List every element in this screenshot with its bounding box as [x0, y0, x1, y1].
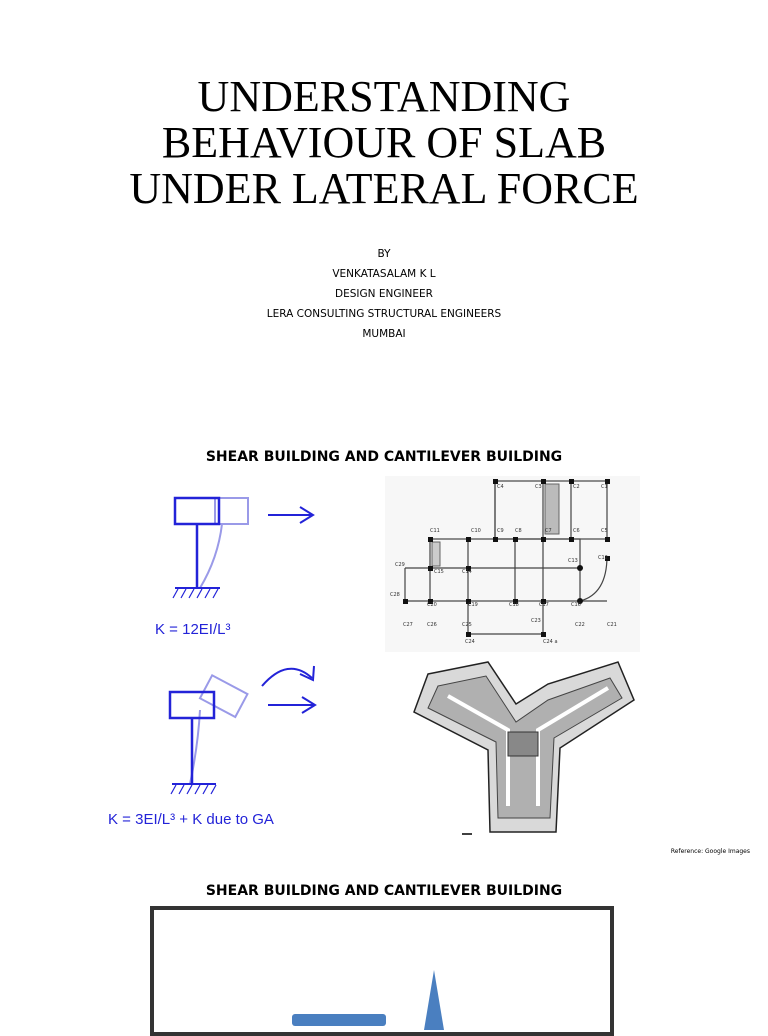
svg-text:C8: C8 [515, 528, 522, 534]
svg-text:C7: C7 [545, 528, 552, 534]
plan-corridors [447, 686, 610, 806]
svg-text:C1: C1 [601, 484, 608, 490]
svg-text:C13: C13 [568, 558, 578, 564]
ground-hatch [172, 588, 219, 599]
y-shaped-floor-plan [413, 661, 635, 835]
section-heading-1: SHEAR BUILDING AND CANTILEVER BUILDING [205, 449, 563, 465]
formula-shear: K = 12EI/L³ [155, 621, 230, 638]
cantilever-force-arrow-icon [301, 696, 317, 714]
cantilever-mass-box [168, 690, 216, 720]
moment-arrow-icon [299, 665, 315, 682]
beam-shape [292, 1014, 386, 1026]
by-label: BY [377, 248, 391, 260]
svg-text:C16: C16 [571, 602, 581, 608]
core-wall-2 [431, 541, 441, 567]
author-block: BY VENKATASALAM K L DESIGN ENGINEER LERA… [0, 244, 768, 344]
figure-frame [150, 906, 614, 1036]
author-city: MUMBAI [362, 328, 406, 340]
svg-text:C10: C10 [471, 528, 481, 534]
rotated-mass-box [198, 673, 249, 719]
svg-text:C12: C12 [598, 555, 608, 561]
svg-text:C6: C6 [573, 528, 580, 534]
svg-text:C21: C21 [607, 622, 617, 628]
svg-text:C27: C27 [403, 622, 413, 628]
svg-text:C19: C19 [468, 602, 478, 608]
author-role: DESIGN ENGINEER [335, 288, 433, 300]
deformed-column [199, 523, 223, 589]
cantilever-hatch [170, 784, 217, 795]
formula-cantilever: K = 3EI/L³ + K due to GA [108, 811, 274, 828]
svg-text:C2: C2 [573, 484, 580, 490]
svg-text:C15: C15 [434, 569, 444, 575]
plan-background [385, 476, 640, 652]
cantilever-building-diagram: K = 3EI/L³ + K due to GA [108, 665, 317, 828]
svg-text:C5: C5 [601, 528, 608, 534]
plan-core [507, 731, 539, 757]
plan-column-labels: C4 C3 C2 C1 C11 C10 C9 C8 C7 C6 C5 C13 C… [390, 484, 617, 645]
shear-building-diagram: K = 12EI/L³ [155, 496, 315, 638]
title-line-2: BEHAVIOUR OF SLAB [161, 118, 607, 167]
arrow-shape [424, 970, 444, 1030]
svg-text:C24 a: C24 a [543, 639, 558, 645]
svg-text:C22: C22 [575, 622, 585, 628]
page-title: UNDERSTANDING BEHAVIOUR OF SLAB UNDER LA… [0, 74, 768, 212]
core-wall-1 [544, 483, 560, 535]
svg-text:C18: C18 [509, 602, 519, 608]
mass-box [173, 496, 221, 526]
svg-text:C25: C25 [462, 622, 472, 628]
svg-text:C11: C11 [430, 528, 440, 534]
svg-text:C28: C28 [390, 592, 400, 598]
svg-text:C9: C9 [497, 528, 504, 534]
floor-plan-grid: C4 C3 C2 C1 C11 C10 C9 C8 C7 C6 C5 C13 C… [385, 476, 640, 652]
deformed-mass-box [214, 497, 249, 525]
svg-text:C26: C26 [427, 622, 437, 628]
svg-text:C4: C4 [497, 484, 504, 490]
svg-text:C23: C23 [531, 618, 541, 624]
plan-columns [403, 479, 610, 637]
reference-note: Reference: Google Images [670, 848, 750, 855]
force-arrow-icon [299, 506, 315, 524]
section-heading-2: SHEAR BUILDING AND CANTILEVER BUILDING [205, 883, 563, 899]
title-line-3: UNDER LATERAL FORCE [129, 164, 639, 213]
author-company: LERA CONSULTING STRUCTURAL ENGINEERS [266, 308, 502, 320]
author-name: VENKATASALAM K L [332, 268, 436, 280]
svg-text:C29: C29 [395, 562, 405, 568]
svg-text:C24: C24 [465, 639, 475, 645]
moment-arc [261, 667, 313, 687]
plan-beams [404, 480, 608, 635]
title-line-1: UNDERSTANDING [197, 72, 571, 121]
svg-text:C14: C14 [462, 569, 472, 575]
svg-text:C3: C3 [535, 484, 542, 490]
svg-text:C17: C17 [539, 602, 549, 608]
svg-text:C20: C20 [427, 602, 437, 608]
